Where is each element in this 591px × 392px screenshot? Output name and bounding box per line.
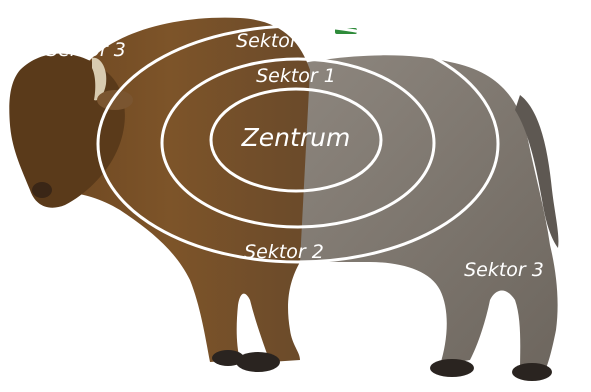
bison-ear [97,90,133,110]
label-sector-2-bottom: Sektor 2 [244,241,324,263]
label-sector-3-left: Sektor 3 [46,39,126,61]
label-center: Zentrum [241,123,351,152]
label-sector-3-right: Sektor 3 [464,259,544,281]
hoof-hind-right [512,363,552,381]
label-sector-1: Sektor 1 [256,65,336,87]
label-sector-2-top: Sektor 2 [236,30,316,52]
hoof-hind-left [430,359,474,377]
bison-hindquarters [270,55,558,372]
hoof-front-right [212,350,244,366]
bison-nose [32,182,52,198]
